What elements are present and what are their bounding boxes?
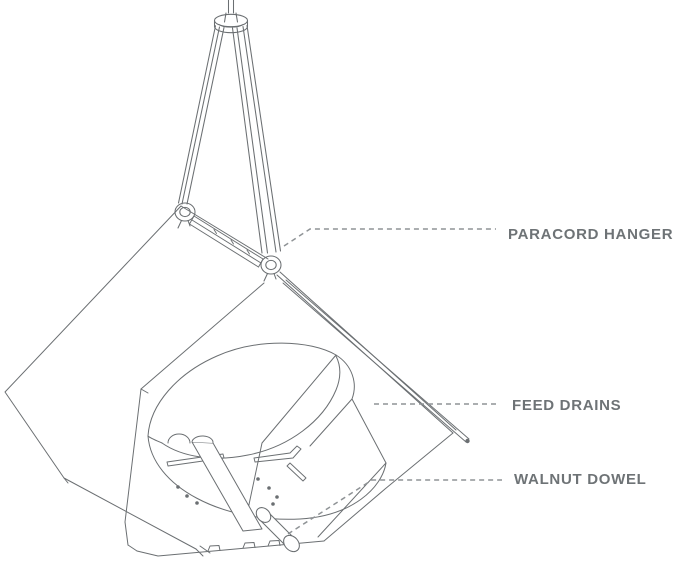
feed-drains — [166, 445, 307, 506]
tension-rod — [282, 279, 470, 444]
callout-label-paracord-hanger: PARACORD HANGER — [508, 226, 674, 243]
drain-slot-right — [286, 462, 307, 482]
callout-label-walnut-dowel: WALNUT DOWEL — [514, 471, 647, 488]
drain-holes — [176, 477, 279, 506]
callout-leaders — [283, 228, 502, 535]
eyelet-ring-left — [174, 202, 196, 229]
dowel-upper — [191, 435, 263, 532]
hanger-top-cord — [223, 0, 239, 23]
roof-panel — [4, 205, 269, 557]
feeder-body — [124, 271, 457, 557]
callout-label-feed-drains: FEED DRAINS — [512, 397, 622, 414]
walnut-dowel — [255, 507, 300, 553]
roof-ridge-bar — [189, 215, 264, 268]
cord-lock-knot — [213, 13, 249, 34]
drain-slot-middle — [253, 445, 302, 463]
eyelet-ring-right — [260, 255, 282, 282]
eyelet-rings — [174, 202, 282, 282]
feed-tray — [147, 342, 387, 538]
paracord-hanger-group — [177, 0, 282, 254]
leader-paracord-hanger — [283, 228, 496, 247]
leader-walnut-dowel — [287, 479, 502, 535]
hanger-cord-legs — [177, 24, 282, 254]
